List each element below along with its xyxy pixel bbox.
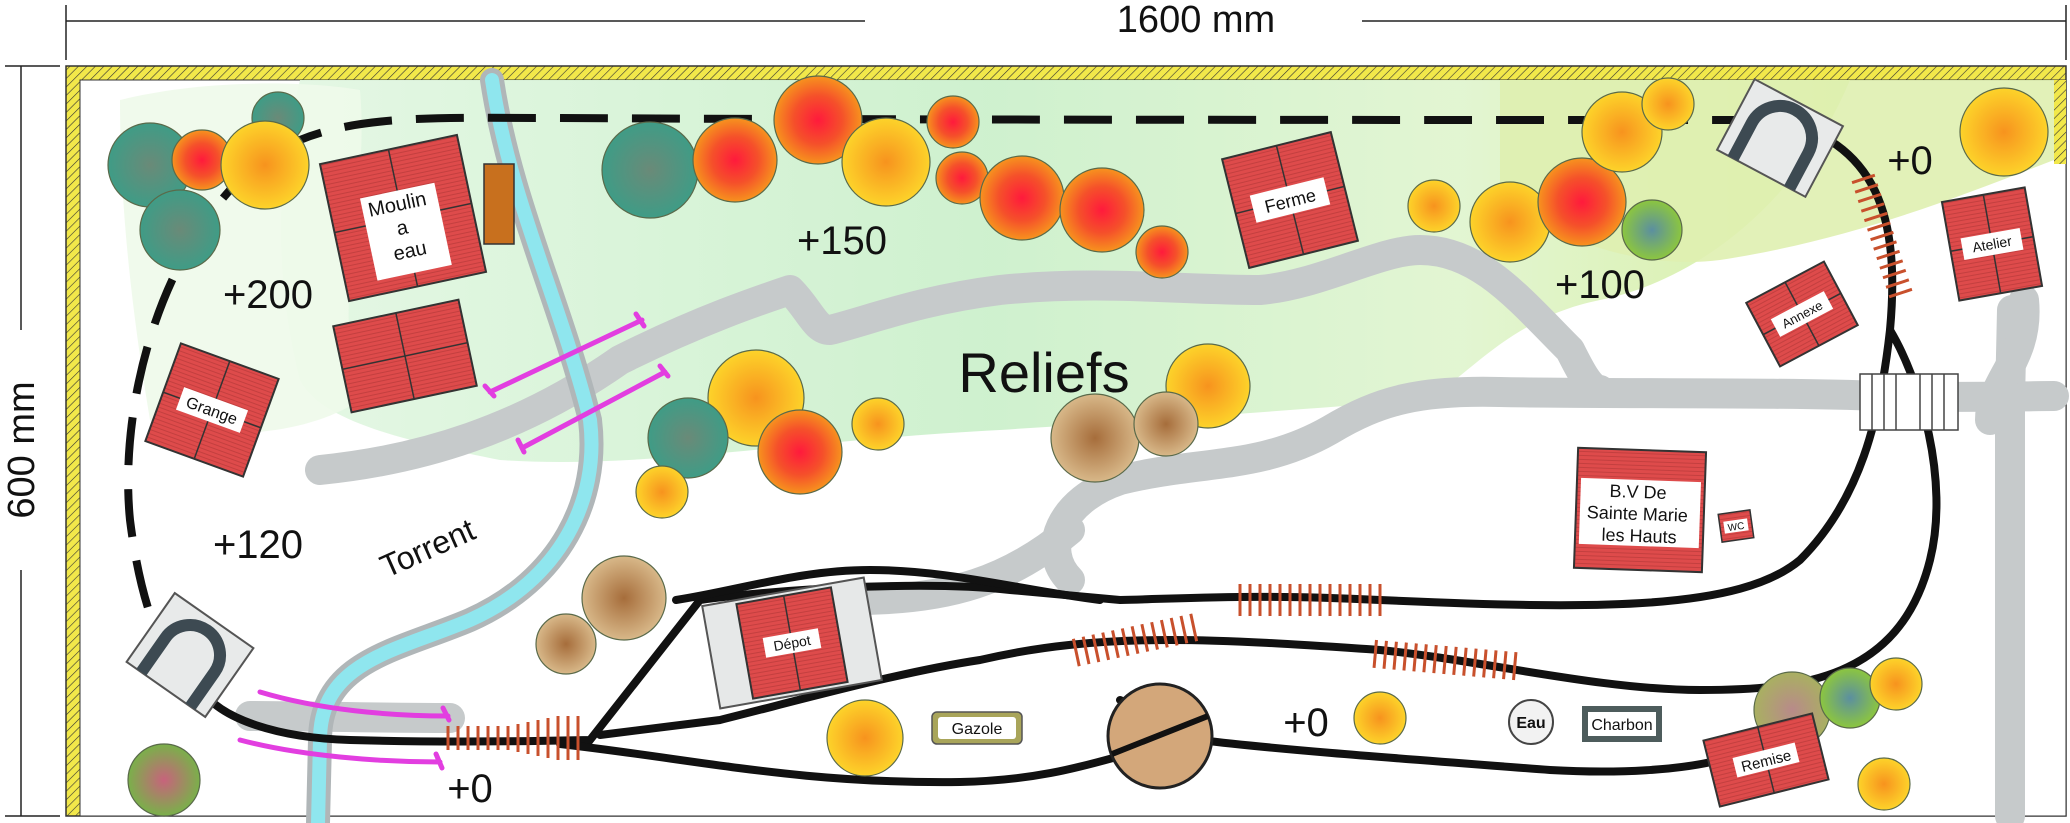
tree (692, 117, 778, 203)
track-remise (1196, 736, 1724, 776)
tree (139, 189, 221, 271)
bridge-upper-2 (515, 363, 671, 455)
bridge-upper (482, 317, 645, 399)
tree (1059, 167, 1145, 253)
track-branch-upper (596, 326, 1941, 739)
tree (773, 75, 863, 165)
elevation-label: +120 (213, 523, 303, 567)
tree (1050, 393, 1140, 483)
track-siding-left (672, 565, 1104, 604)
hidden-track-dashed (124, 113, 1761, 664)
building-annex-moulin (332, 298, 478, 414)
level-crossing (1859, 373, 1959, 431)
height-dimension-label: 600 mm (1, 381, 43, 518)
tree (926, 95, 980, 149)
turnout-lower-left (446, 716, 580, 760)
sign-label-charbon: Charbon (1591, 717, 1652, 734)
tree (635, 465, 689, 519)
sign-label-gazole: Gazole (952, 721, 1003, 738)
tree (841, 117, 931, 207)
tree (826, 699, 904, 777)
elevation-label: +0 (1887, 139, 1933, 183)
turnouts (446, 173, 1913, 760)
torrent-river (311, 73, 599, 823)
tree (979, 155, 1065, 241)
sign-eau: Eau (1508, 699, 1554, 745)
tree (1537, 157, 1627, 247)
tree (1407, 179, 1461, 233)
tree (601, 121, 699, 219)
tree (535, 613, 597, 675)
elevation-label: +150 (797, 219, 887, 263)
road-upper (305, 235, 1615, 485)
tree (1869, 657, 1923, 711)
turnout-middle-left (1071, 613, 1199, 667)
baseboard-right-strip (2054, 80, 2066, 164)
trees (107, 75, 2049, 817)
dimension-lines (5, 5, 2067, 817)
bridge-upper-tick (633, 311, 647, 329)
track-lower (556, 736, 1204, 787)
tree (1581, 91, 1663, 173)
tree (647, 397, 729, 479)
building-bv: B.V De Sainte Marie les Hauts (1572, 446, 1708, 574)
building-depot: Dépot (701, 576, 883, 710)
tree (1135, 225, 1189, 279)
building-label-bv: B.V De Sainte Marie les Hauts (1586, 480, 1694, 548)
tree (1353, 691, 1407, 745)
building-ferme: Ferme (1220, 130, 1360, 270)
building-remise: Remise (1702, 712, 1830, 808)
tree (581, 555, 667, 641)
tunnel-portal-right (1715, 77, 1845, 199)
building-moulin: Moulin a eau (318, 133, 515, 303)
elevation-label: +100 (1555, 263, 1645, 307)
tree (1133, 391, 1199, 457)
building-label-wc: WC (1727, 521, 1745, 534)
building-grange: Grange (144, 342, 280, 478)
building-atelier: Atelier (1940, 186, 2044, 302)
tunnel-portal-left (125, 591, 255, 719)
building-wc: WC (1717, 509, 1755, 543)
tree (1469, 181, 1551, 263)
sign-gazole: Gazole (931, 711, 1023, 745)
bridge-lower-2 (237, 737, 445, 771)
elevation-label: +0 (1283, 701, 1329, 745)
tree (1857, 757, 1911, 811)
turnout-middle-upper (1238, 584, 1382, 616)
building-label-atelier: Atelier (1971, 233, 2013, 256)
road-middle (1041, 376, 1895, 595)
building-label-depot: Dépot (772, 632, 812, 654)
tree (1641, 77, 1695, 131)
sign-label-eau: Eau (1516, 715, 1545, 732)
tree (1959, 87, 2049, 177)
tree (757, 409, 843, 495)
elevation-label: +200 (223, 273, 313, 317)
bridges (237, 311, 671, 771)
elevation-label: +0 (447, 767, 493, 811)
turnout-middle-right (1372, 639, 1518, 681)
bridge-lower (257, 689, 452, 723)
tree (127, 743, 201, 817)
turnout-upper-right (1851, 173, 1913, 299)
tree (1621, 199, 1683, 261)
tree (220, 120, 310, 210)
road-right-bend (1975, 285, 2040, 435)
sign-charbon: Charbon (1582, 706, 1662, 742)
reliefs-title: Reliefs (958, 341, 1129, 404)
building-annexe: Annexe (1744, 260, 1860, 368)
tree (851, 397, 905, 451)
turntable-bridge (1110, 713, 1210, 757)
width-dimension-label: 1600 mm (1117, 0, 1275, 41)
